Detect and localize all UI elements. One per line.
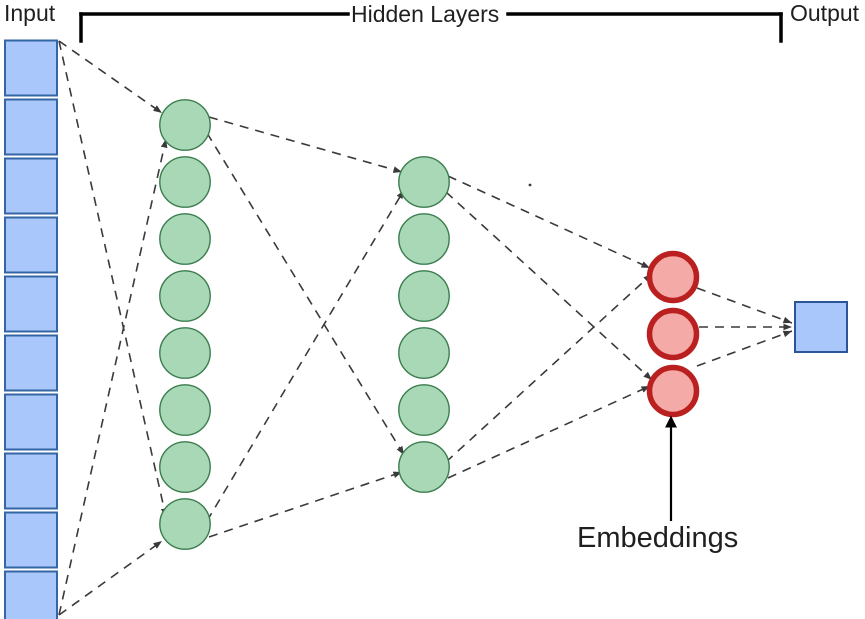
edge-hidden2-first-to-embed-first: [447, 175, 651, 269]
edge-hidden2-first-to-embed-last: [445, 191, 653, 381]
hidden-layers-label: Hidden Layers: [351, 1, 500, 27]
hidden-layer-1-node-4: [159, 270, 211, 322]
edge-hidden1-first-to-hidden2-first: [208, 116, 403, 173]
network-nodes: [4, 39, 848, 619]
hidden-layer-1-node-2: [159, 156, 211, 208]
input-layer-node-1: [4, 39, 58, 97]
input-layer-node-5: [4, 275, 58, 333]
embedding-layer-node-1: [646, 250, 700, 304]
input-layer-label: Input: [4, 0, 56, 26]
edge-input-top-to-hidden1-first: [58, 40, 163, 114]
edge-embed-last-to-output: [696, 330, 793, 367]
input-layer-node-2: [4, 98, 58, 156]
hidden-layer-1-node-6: [159, 384, 211, 436]
input-layer-node-3: [4, 157, 58, 215]
hidden-layer-2-node-4: [398, 327, 450, 379]
hidden-layers-bracket: [79, 12, 783, 43]
output-layer-node-1: [794, 301, 848, 353]
output-layer-label: Output: [790, 0, 860, 26]
hidden-layer-1-node-1: [159, 99, 211, 151]
input-layer-node-8: [4, 452, 58, 510]
hidden-layer-2-node-6: [398, 441, 450, 493]
edge-hidden2-last-to-embed-first: [445, 273, 653, 463]
hidden-layer-2-node-2: [398, 213, 450, 265]
hidden-layer-2-node-1: [398, 156, 450, 208]
stray-mark: [528, 183, 532, 187]
input-layer-node-9: [4, 511, 58, 569]
hidden-layer-1-node-3: [159, 213, 211, 265]
edge-input-bottom-to-hidden1-last: [58, 540, 163, 616]
edge-input-bottom-to-hidden1-first: [58, 138, 168, 616]
connection-edges: [58, 40, 793, 616]
edge-embed-first-to-output: [696, 287, 793, 324]
embeddings-label: Embeddings: [577, 522, 739, 554]
input-layer-node-7: [4, 393, 58, 451]
input-layer-node-4: [4, 216, 58, 274]
embedding-layer-node-3: [646, 364, 700, 418]
input-layer-node-10: [4, 570, 58, 619]
hidden-layer-1-node-8: [159, 498, 211, 550]
edge-hidden1-last-to-hidden2-first: [206, 189, 405, 522]
embedding-layer-node-2: [646, 307, 700, 361]
hidden-layer-1-node-7: [159, 441, 211, 493]
edge-input-top-to-hidden1-last: [58, 40, 168, 518]
input-layer-node-6: [4, 334, 58, 392]
edge-hidden1-first-to-hidden2-last: [206, 132, 405, 456]
hidden-layer-2-node-3: [398, 270, 450, 322]
edge-hidden1-last-to-hidden2-last: [208, 471, 403, 538]
hidden-layer-2-node-5: [398, 384, 450, 436]
hidden-layer-1-node-5: [159, 327, 211, 379]
edge-hidden2-last-to-embed-last: [447, 385, 651, 479]
